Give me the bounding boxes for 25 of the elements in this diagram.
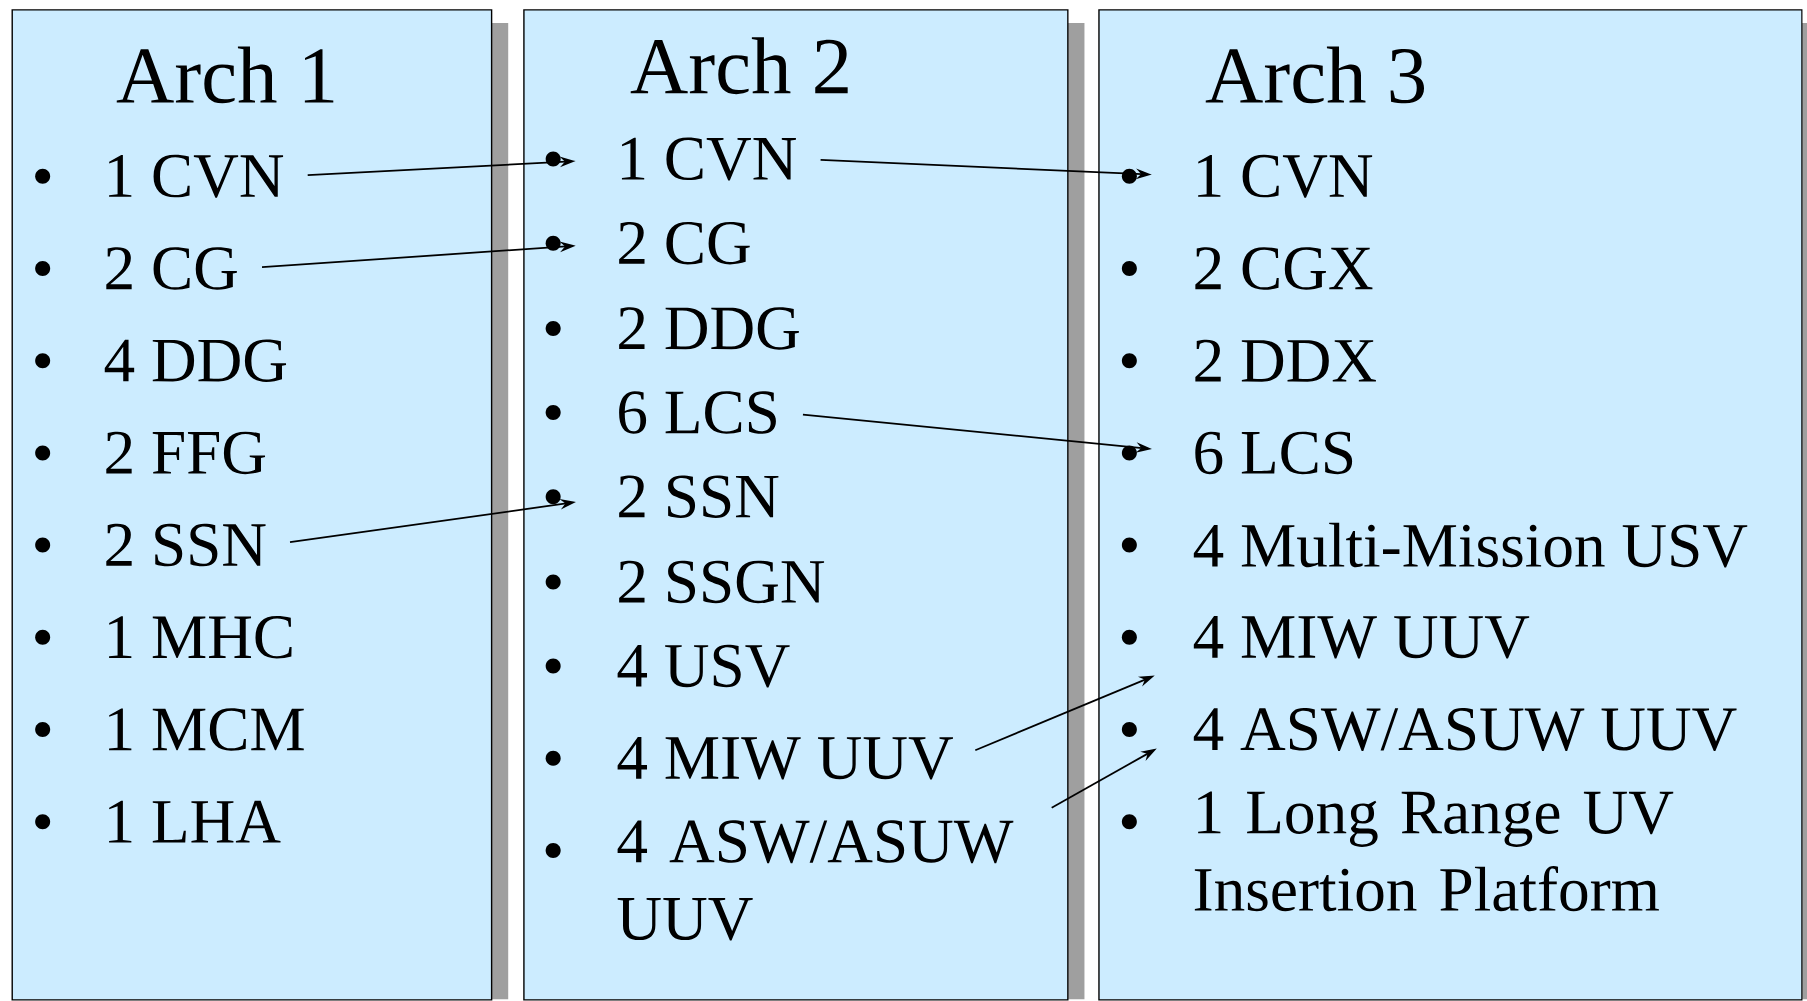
list-item: 2 CG xyxy=(106,247,237,290)
list-item: 2 SSN xyxy=(106,523,266,567)
list-item: 1 CVN xyxy=(1198,154,1373,198)
list-item: 4 USV xyxy=(617,644,790,688)
list-item: 4 ASW/ASUW UUV xyxy=(1193,707,1737,751)
list-item: 4 MIW UUV xyxy=(617,736,953,780)
list-item: 2 SSN xyxy=(619,475,779,518)
list-item: 2 DDG xyxy=(619,306,799,350)
list-item: 6 LCS xyxy=(619,391,776,434)
list-item: 1 MHC xyxy=(109,615,292,659)
list-item: 1 LHA xyxy=(109,800,281,843)
list-item: 6 LCS xyxy=(1195,431,1353,474)
list-item: 1 Long Range UV Insertion Platform xyxy=(1194,791,1674,911)
list-item: 4 DDG xyxy=(104,339,287,382)
list-item: 1 CVN xyxy=(621,137,796,181)
list-item: 2 SSGN xyxy=(619,560,825,603)
list-item: 2 DDX xyxy=(1195,339,1376,382)
list-item: 1 MCM xyxy=(109,708,304,751)
list-item: 2 CG xyxy=(619,221,750,265)
list-item: 2 CGX xyxy=(1195,247,1373,290)
list-item: 4 ASW/ASUW UUV xyxy=(617,820,1014,941)
list-item: 4 MIW UUV xyxy=(1193,615,1530,659)
list-item: 4 Multi-Mission USV xyxy=(1193,522,1748,568)
list-item: 1 CVN xyxy=(109,154,284,198)
list-item: 2 FFG xyxy=(106,431,265,474)
